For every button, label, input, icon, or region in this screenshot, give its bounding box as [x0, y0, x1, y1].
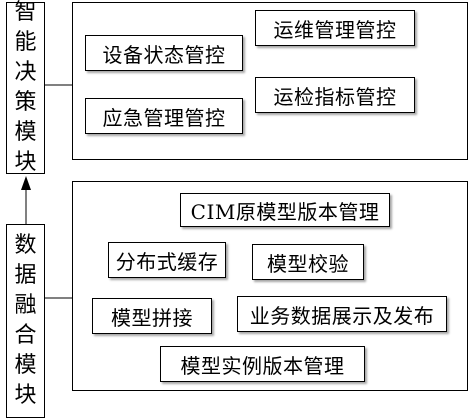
- model-validation-box: 模型校验: [252, 244, 364, 280]
- model-stitching-box: 模型拼接: [92, 298, 212, 334]
- fusion-module-char: 模: [14, 353, 37, 378]
- business-data-publish-label: 业务数据展示及发布: [249, 303, 435, 328]
- decision-module-char: 模: [14, 120, 37, 145]
- decision-module-char: 决: [14, 60, 37, 85]
- decision-module-char: 策: [14, 90, 37, 115]
- business-data-publish-box: 业务数据展示及发布: [237, 296, 447, 332]
- fusion-module-char: 合: [14, 323, 37, 348]
- inspection-indicator-control-box: 运检指标管控: [255, 77, 415, 113]
- distributed-cache-label: 分布式缓存: [115, 249, 219, 274]
- cim-model-version-label: CIM原模型版本管理: [190, 199, 380, 224]
- model-validation-label: 模型校验: [267, 251, 349, 276]
- cim-model-version-box: CIM原模型版本管理: [180, 193, 390, 227]
- distributed-cache-box: 分布式缓存: [108, 242, 226, 278]
- fusion-module-char: 融: [14, 293, 37, 318]
- decision-module-char: 智: [14, 0, 37, 25]
- fusion-module-char: 据: [14, 263, 37, 288]
- operation-management-control-box: 运维管理管控: [255, 10, 415, 46]
- fusion-module-char: 数: [14, 233, 37, 258]
- model-instance-version-box: 模型实例版本管理: [160, 346, 365, 382]
- model-instance-version-label: 模型实例版本管理: [180, 353, 345, 378]
- decision-module-char: 能: [14, 30, 37, 55]
- device-status-control-box: 设备状态管控: [85, 35, 243, 71]
- decision-module-label: 智 能 决 策 模 块: [6, 0, 45, 175]
- model-stitching-label: 模型拼接: [111, 305, 193, 330]
- operation-management-control-label: 运维管理管控: [273, 17, 397, 42]
- decision-module-char: 块: [14, 150, 37, 175]
- inspection-indicator-control-label: 运检指标管控: [273, 84, 397, 109]
- device-status-control-label: 设备状态管控: [102, 42, 226, 67]
- upward-arrow-head: [21, 176, 31, 190]
- fusion-module-char: 块: [14, 383, 37, 408]
- emergency-management-control-label: 应急管理管控: [102, 105, 226, 130]
- fusion-module-label: 数 据 融 合 模 块: [6, 224, 45, 418]
- emergency-management-control-box: 应急管理管控: [85, 98, 243, 134]
